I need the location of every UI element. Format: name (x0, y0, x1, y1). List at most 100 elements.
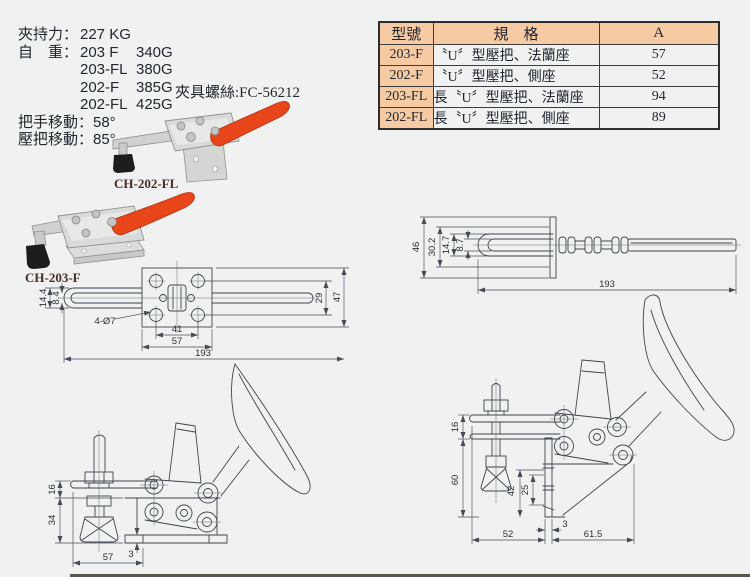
dim-label: 193 (195, 348, 211, 359)
clamp-plan-geometry (477, 216, 737, 279)
scan-edge (70, 574, 750, 577)
technical-drawing-side-view-203f: 16 34 3 57 (47, 362, 311, 567)
weight-value: 340G (136, 43, 173, 61)
rubber-tip (113, 154, 135, 173)
dimension-lines (45, 267, 349, 363)
mount-hole (126, 242, 132, 248)
product-label-ch-203-f: CH-203-F (25, 270, 81, 285)
table-row: 203-F 〝U〞型壓把、法蘭座 57 (378, 44, 720, 66)
header-model: 型號 (378, 21, 434, 45)
dimension-lines (458, 414, 635, 544)
red-handle (111, 192, 195, 236)
clamp-spindle (118, 142, 128, 157)
clamp-side-geometry (70, 362, 311, 544)
mount-hole (193, 155, 199, 163)
dim-label: 52 (503, 529, 514, 540)
rivet (81, 228, 91, 238)
weight-row: 202-FL 425G (18, 96, 173, 114)
technical-drawing-top-view-203f: 14.4 8.4 4-Ø7 41 57 193 29 47 (38, 261, 349, 363)
dim-label: 3 (128, 549, 133, 560)
press-movement: 壓把移動：85° (18, 131, 116, 148)
dim-label: 29 (314, 293, 325, 304)
cell-a: 94 (598, 86, 720, 108)
cell-model: 202-F (378, 65, 434, 87)
product-label-ch-202-fl: CH-202-FL (114, 176, 179, 191)
spec-table: 型號 規 格 A 203-F 〝U〞型壓把、法蘭座 57 202-F 〝U〞型壓… (378, 21, 720, 130)
dim-label: 57 (103, 552, 114, 563)
clamping-force-row: 夾持力： 227 KG (18, 26, 173, 44)
table-header-row: 型號 規 格 A (378, 21, 720, 45)
center-lines (98, 430, 222, 552)
dim-label: 193 (599, 279, 615, 290)
cell-model: 203-FL (378, 86, 434, 108)
dim-label: 60 (450, 475, 461, 486)
weight-label: 自 重： (18, 43, 79, 61)
clamp-spindle (33, 230, 47, 247)
dim-label: 16 (450, 422, 461, 433)
rivet (210, 126, 220, 136)
weight-model: 202-FL (80, 96, 128, 113)
mount-hole (212, 165, 218, 173)
dim-label: 57 (172, 336, 183, 347)
dim-label: 8.4 (51, 291, 62, 304)
specs-block: 夾持力： 227 KG 自 重： 203 F 340G 203-FL 380G … (18, 26, 173, 149)
photo-clamp-ch-202-fl (112, 101, 290, 183)
table-row: 202-FL 長〝U〞型壓把、側座 89 (378, 107, 720, 130)
hole-note-label: 4-Ø7 (94, 316, 115, 327)
weight-row: 自 重： 203 F 340G (18, 44, 173, 62)
rivet (71, 215, 81, 225)
dim-label: 8.7 (455, 238, 466, 251)
table-row: 202-F 〝U〞型壓把、側座 52 (378, 65, 720, 87)
dim-label: 14.4 (38, 289, 49, 308)
dim-label: 25 (520, 485, 531, 496)
photo-clamp-ch-203-f (26, 192, 195, 269)
weight-value: 385G (136, 78, 173, 96)
mount-hole (81, 248, 87, 254)
cell-a: 57 (598, 44, 720, 66)
clamping-force-label: 夾持力： (18, 26, 79, 43)
technical-drawing-top-view-202fl: 46 30.2 14.7 8.7 193 (411, 216, 741, 294)
dim-label: 30.2 (427, 238, 438, 257)
dim-label: 3 (562, 519, 567, 530)
cell-spec: 長〝U〞型壓把、側座 (432, 107, 600, 130)
cell-spec: 長〝U〞型壓把、法蘭座 (432, 86, 600, 108)
rivet (91, 209, 101, 219)
table-row: 203-FL 長〝U〞型壓把、法蘭座 94 (378, 86, 720, 108)
handle-movement: 把手移動：58° (18, 113, 116, 131)
dim-label: 61.5 (584, 529, 603, 540)
cell-spec: 〝U〞型壓把、側座 (432, 65, 600, 87)
weight-value: 380G (136, 61, 173, 78)
rivet (176, 121, 186, 131)
technical-drawing-side-view-202fl: 16 60 42 25 3 52 61.5 (450, 294, 735, 544)
header-a: A (598, 21, 720, 45)
weight-model: 203-FL (80, 61, 128, 78)
weight-model: 202-F (80, 78, 120, 96)
dim-label: 16 (47, 484, 58, 495)
cell-model: 203-F (378, 44, 434, 66)
rivet (195, 116, 205, 126)
dim-label: 42 (506, 486, 517, 497)
weight-row: 203-FL 380G (18, 61, 173, 79)
weight-value: 425G (136, 96, 173, 113)
rubber-tip (26, 244, 50, 269)
rivet (107, 217, 117, 227)
dim-label: 41 (172, 324, 183, 335)
clamp-side-geometry (469, 294, 735, 518)
cell-model: 202-FL (378, 107, 434, 130)
cell-a: 89 (598, 107, 720, 130)
weight-row: 202-F 385G (18, 79, 173, 97)
rivet (186, 132, 196, 142)
red-handle (210, 101, 290, 147)
weight-model: 203 F (80, 43, 119, 61)
base-flange-edge (73, 249, 145, 265)
clamp-arm (112, 130, 172, 150)
dim-label: 34 (47, 515, 58, 526)
dimension-lines (420, 216, 737, 294)
clamp-screw-note: 夾具螺絲:FC-56212 (175, 85, 301, 101)
cell-a: 52 (598, 65, 720, 87)
center-lines (495, 378, 637, 503)
cell-spec: 〝U〞型壓把、法蘭座 (432, 44, 600, 66)
dim-label: 14.7 (441, 236, 452, 255)
clamping-force-value: 227 KG (80, 26, 131, 43)
